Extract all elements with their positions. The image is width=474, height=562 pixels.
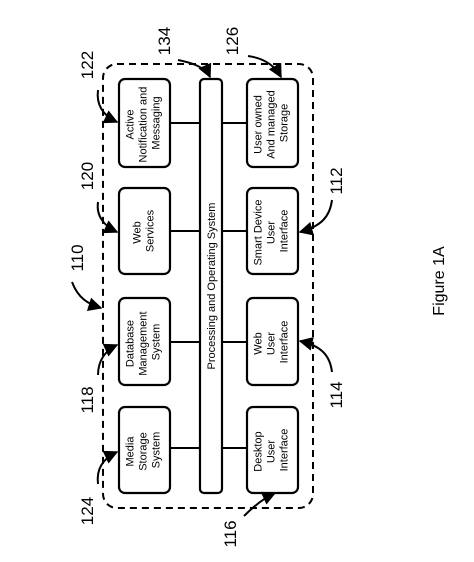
ref-114: 114 (327, 381, 346, 408)
svg-text:Smart Device User: Smart Device User Interface (253, 196, 291, 265)
box-smart-device-ui: Smart Device User Interface (245, 186, 300, 276)
ref-122: 122 (78, 51, 97, 79)
box-line: Messaging (151, 96, 163, 149)
box-line: Storage (138, 432, 150, 471)
processing-label: Processing and Operating System (206, 203, 218, 370)
ref-120: 120 (78, 162, 97, 190)
box-line: Database (125, 320, 137, 367)
ref-110: 110 (68, 244, 87, 271)
box-line: Web (132, 221, 144, 243)
svg-text:Web User Interface: Web User Interface (253, 321, 291, 364)
box-line: Interface (279, 321, 291, 364)
box-line: Media (125, 436, 137, 467)
leader-arrows (71, 55, 333, 517)
box-line: User (266, 332, 278, 356)
box-active-notification: Active Notification and Messaging (117, 77, 172, 169)
ref-112: 112 (327, 167, 346, 194)
box-line: Desktop (253, 431, 265, 471)
connectors (170, 122, 247, 449)
box-line: Notification and (138, 87, 150, 163)
svg-text:Desktop User Inter: Desktop User Interface (253, 428, 291, 471)
box-line: And managed (266, 90, 278, 159)
box-user-owned-storage: User owned And managed Storage (245, 77, 300, 169)
svg-text:Active Notification and: Active Notification and Messaging (125, 84, 163, 163)
svg-text:User owned And managed: User owned And managed Storage (253, 87, 291, 159)
box-line: Web (253, 332, 265, 354)
box-desktop-ui: Desktop User Interface (245, 405, 300, 495)
box-line: User owned (253, 95, 265, 154)
ref-126: 126 (223, 27, 242, 55)
ref-118: 118 (78, 386, 97, 413)
box-line: Smart Device (253, 200, 265, 266)
box-line: Storage (279, 104, 291, 143)
ref-134: 134 (155, 27, 174, 55)
svg-text:Web Services: Web Services (132, 209, 157, 252)
box-line: System (151, 324, 163, 361)
box-line: Services (145, 209, 157, 252)
box-line: System (151, 432, 163, 469)
processing-bar (198, 77, 224, 495)
box-line: User (266, 221, 278, 245)
ref-116: 116 (221, 520, 240, 547)
box-database-management: Database Management System (117, 296, 172, 387)
box-line: User (266, 440, 278, 464)
ref-124: 124 (78, 497, 97, 525)
box-line: Interface (279, 210, 291, 253)
box-web-ui: Web User Interface (245, 296, 300, 387)
box-media-storage: Media Storage System (117, 405, 172, 495)
svg-text:Database Management: Database Management System (125, 308, 163, 375)
box-line: Management (138, 311, 150, 375)
figure-caption: Figure 1A (431, 246, 448, 316)
box-web-services: Web Services (117, 186, 172, 276)
svg-text:Media Storage Syst: Media Storage System (125, 429, 163, 471)
box-line: Interface (279, 429, 291, 472)
box-line: Active (125, 110, 137, 140)
